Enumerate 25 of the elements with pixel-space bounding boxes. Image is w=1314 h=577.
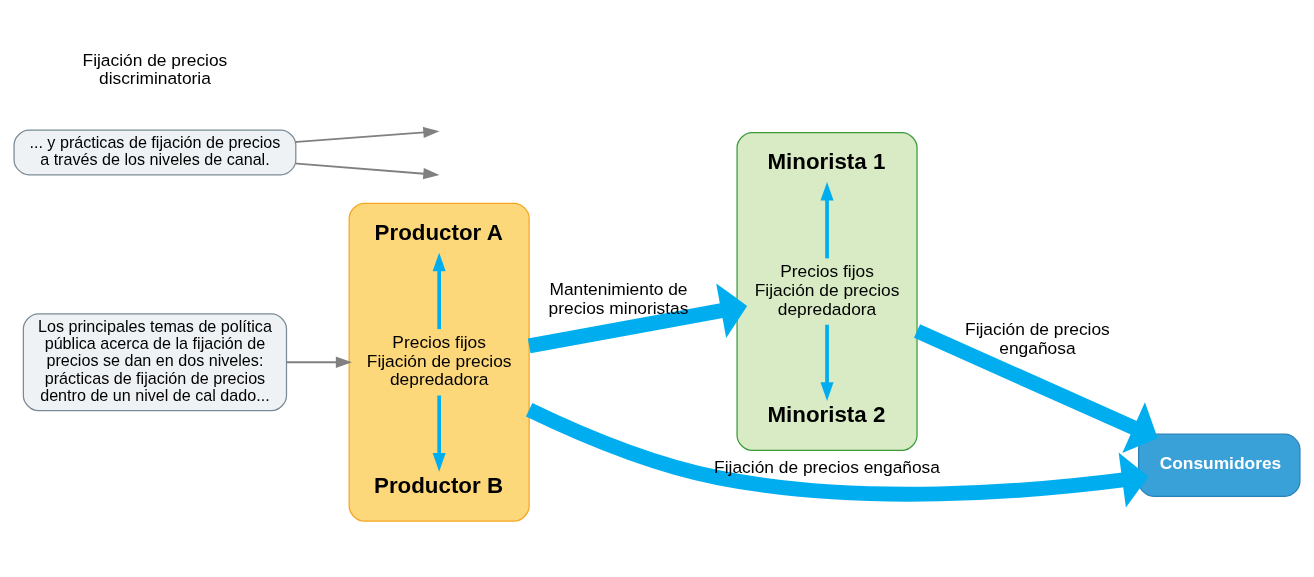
arrow [432, 395, 446, 472]
node-text: Minorista 1 [767, 148, 886, 174]
label: Fijación de precios discriminatoria [82, 49, 228, 88]
arrow [525, 402, 1149, 508]
edge-label: Mantenimiento de precios minoristas [548, 278, 689, 318]
cluster [348, 202, 530, 522]
arrow [820, 181, 834, 258]
node-box: Los principales temas de política pública acerca de la fijación de precios se dan en dos niveles: prácticas de fijación de precios dentro de un nivel de cal dado... [22, 312, 288, 411]
arrow [294, 162, 440, 179]
node-text: Precios fijos Fijación de precios depredadora [754, 260, 900, 319]
node-text: Productor A [374, 219, 503, 245]
arrow [285, 356, 352, 368]
node-text: Productor B [374, 472, 504, 498]
node-text: Precios fijos Fijación de precios depredadora [366, 331, 512, 389]
edge-label: Fijación de precios engañosa [714, 456, 940, 477]
node-box: Consumidores [1137, 433, 1301, 497]
node-text: Minorista 2 [767, 401, 886, 427]
arrow [914, 323, 1158, 453]
cluster [736, 131, 918, 451]
arrow [527, 282, 748, 353]
node-box: ... y prácticas de fijación de precios a través de los niveles de canal. [13, 129, 297, 175]
arrow [294, 126, 440, 143]
arrow [820, 324, 834, 401]
arrow [432, 252, 446, 329]
edge-label: Fijación de precios engañosa [965, 318, 1110, 358]
